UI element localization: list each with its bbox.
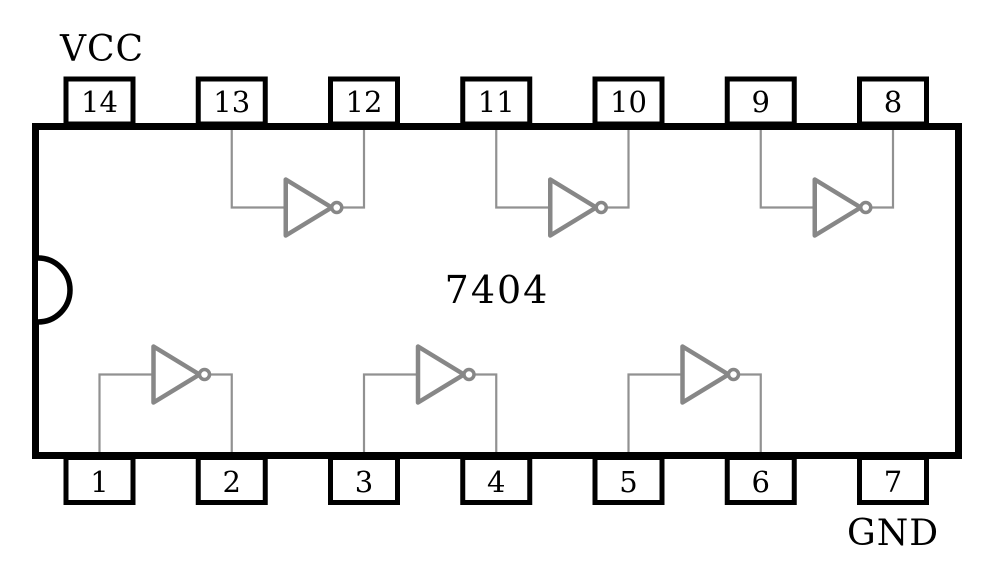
top-pin-row: 14 13 12 11 10 9 8 xyxy=(63,76,929,127)
pin-13: 13 xyxy=(195,76,268,127)
pin-1: 1 xyxy=(63,455,136,505)
gnd-label: GND xyxy=(847,513,939,554)
gate-wires xyxy=(98,130,895,452)
pin-box-6 xyxy=(724,455,797,505)
pin-box-3 xyxy=(328,455,400,505)
pin-12: 12 xyxy=(328,76,400,127)
wire-input-pin-1 xyxy=(98,373,154,452)
pin-number-1: 1 xyxy=(90,465,108,499)
pin-number-3: 3 xyxy=(355,465,373,499)
wire-output-pin-4 xyxy=(474,373,498,452)
inversion-bubble-icon xyxy=(726,367,741,382)
wire-output-pin-12 xyxy=(341,130,366,209)
pin-4: 4 xyxy=(460,455,533,505)
pin-9: 9 xyxy=(724,76,797,127)
pin-number-4: 4 xyxy=(487,465,505,499)
pin-number-7: 7 xyxy=(884,465,902,499)
inverter-triangle xyxy=(415,344,467,405)
pin-box-4 xyxy=(460,455,533,505)
pin-number-8: 8 xyxy=(884,85,902,119)
wire-input-pin-5 xyxy=(627,373,683,452)
pin-6: 6 xyxy=(724,455,797,505)
pin1-notch xyxy=(37,255,73,325)
inverter-gate-13-12 xyxy=(283,177,344,238)
pin-7: 7 xyxy=(857,455,929,505)
pin-box-1 xyxy=(63,455,136,505)
inverter-triangle xyxy=(548,177,599,238)
pin-number-2: 2 xyxy=(223,465,241,499)
inverter-triangle xyxy=(151,344,202,405)
wire-input-pin-9 xyxy=(759,130,815,209)
pin-number-9: 9 xyxy=(752,85,770,119)
pin-box-10 xyxy=(592,76,665,127)
inversion-bubble-icon xyxy=(859,200,873,215)
inverter-gate-3-4 xyxy=(415,344,476,405)
inversion-bubble-icon xyxy=(594,200,608,215)
inverter-triangle xyxy=(283,177,334,238)
pin-8: 8 xyxy=(857,76,929,127)
wire-output-pin-8 xyxy=(870,130,895,209)
pin-2: 2 xyxy=(195,455,268,505)
wire-output-pin-10 xyxy=(606,130,630,209)
pin-box-5 xyxy=(592,455,665,505)
wire-output-pin-6 xyxy=(738,373,762,452)
pin-number-6: 6 xyxy=(752,465,770,499)
pin-number-13: 13 xyxy=(213,85,250,119)
inverter-triangle xyxy=(812,177,863,238)
pin-number-10: 10 xyxy=(610,85,647,119)
pin-3: 3 xyxy=(328,455,400,505)
inversion-bubble-icon xyxy=(330,200,344,215)
wire-input-pin-13 xyxy=(230,130,286,209)
pin-5: 5 xyxy=(592,455,665,505)
wire-output-pin-2 xyxy=(209,373,233,452)
vcc-label: VCC xyxy=(59,29,144,70)
pin-box-11 xyxy=(460,76,533,127)
pin-number-12: 12 xyxy=(346,85,383,119)
inverter-gate-11-10 xyxy=(548,177,608,238)
inversion-bubble-icon xyxy=(197,367,212,382)
pin-box-9 xyxy=(724,76,797,127)
inverter-gate-1-2 xyxy=(151,344,212,405)
pin-box-13 xyxy=(195,76,268,127)
wire-input-pin-11 xyxy=(495,130,551,209)
pin-11: 11 xyxy=(460,76,533,127)
pin-10: 10 xyxy=(592,76,665,127)
chip-name: 7404 xyxy=(445,268,550,312)
pin-box-7 xyxy=(857,455,929,505)
inverter-gates xyxy=(151,177,873,405)
pin-box-14 xyxy=(63,76,136,127)
wire-input-pin-3 xyxy=(362,373,418,452)
pin-number-14: 14 xyxy=(81,85,118,119)
pin-14: 14 xyxy=(63,76,136,127)
pin-number-5: 5 xyxy=(619,465,637,499)
inverter-triangle xyxy=(680,344,731,405)
inverter-gate-5-6 xyxy=(680,344,741,405)
pin-box-12 xyxy=(328,76,400,127)
pin-box-8 xyxy=(857,76,929,127)
pin-box-2 xyxy=(195,455,268,505)
inversion-bubble-icon xyxy=(462,367,476,382)
inverter-gate-9-8 xyxy=(812,177,873,238)
bottom-pin-row: 1 2 3 4 5 6 7 xyxy=(63,455,929,505)
pin-number-11: 11 xyxy=(478,85,515,119)
